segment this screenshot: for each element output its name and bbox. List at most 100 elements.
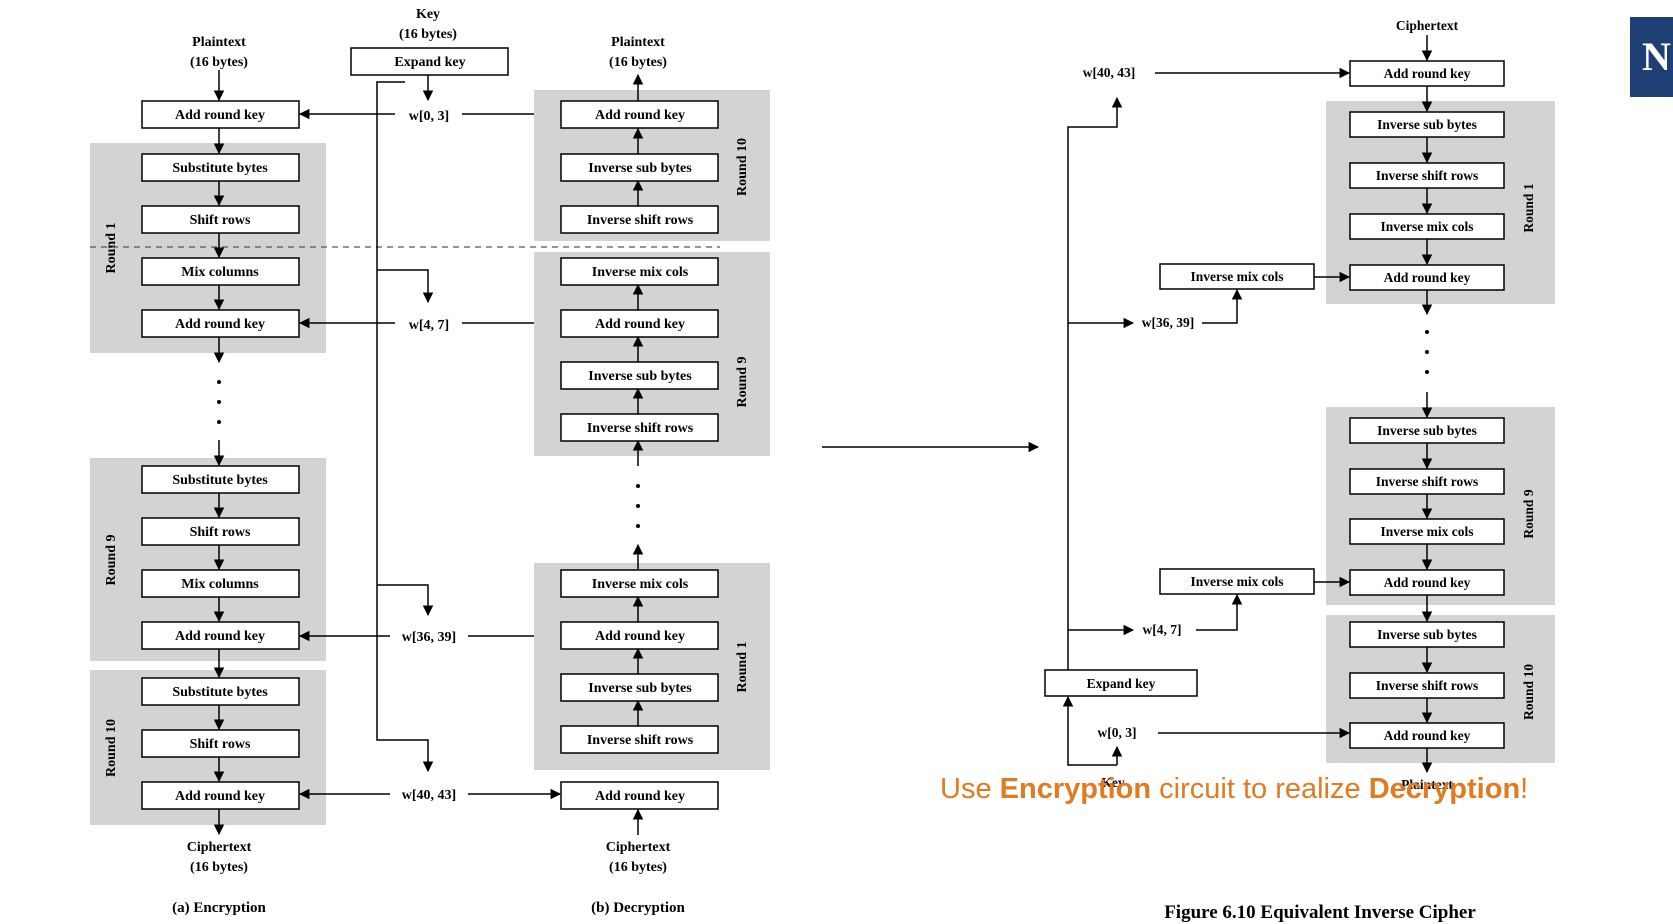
eq-expand-key-box bbox=[1044, 669, 1198, 697]
dec-plaintext-label: Plaintext bbox=[611, 35, 665, 50]
eq-w0-label: w[0, 3] bbox=[1098, 725, 1137, 740]
eq-figure-caption: Figure 6.10 Equivalent Inverse Cipher bbox=[1164, 902, 1476, 923]
encryption-diagram: Plaintext (16 bytes) Add round key Subst… bbox=[90, 35, 326, 916]
enc-shift-rows-r9 bbox=[141, 517, 300, 546]
eq-inv-shift-rows-r10-label: Inverse shift rows bbox=[1376, 678, 1479, 693]
enc-mix-columns-r1 bbox=[141, 257, 300, 286]
eq-inv-sub-bytes-r10-label: Inverse sub bytes bbox=[1377, 627, 1477, 642]
key-w1-label: w[4, 7] bbox=[409, 318, 449, 333]
enc-substitute-bytes-r10-label: Substitute bytes bbox=[172, 685, 268, 700]
dec-add-round-key-r9 bbox=[560, 309, 719, 338]
dec-add-round-key-r10-label: Add round key bbox=[595, 108, 685, 123]
enc-ellipsis-dot bbox=[217, 400, 221, 404]
decryption-diagram: Plaintext (16 bytes) Add round key Inver… bbox=[534, 35, 770, 916]
enc-plaintext-size: (16 bytes) bbox=[190, 55, 248, 70]
enc-add-round-key-0 bbox=[141, 100, 300, 129]
eq-side-inv-mix-cols-bottom-label: Inverse mix cols bbox=[1191, 574, 1284, 589]
eq-key-label: Key bbox=[1101, 775, 1124, 790]
eq-inv-mix-cols-r9-label: Inverse mix cols bbox=[1381, 524, 1474, 539]
dec-caption: (b) Decryption bbox=[591, 900, 685, 916]
enc-ciphertext-size: (16 bytes) bbox=[190, 860, 248, 875]
eq-inv-shift-rows-r10 bbox=[1349, 672, 1505, 699]
dec-inv-shift-rows-r1-label: Inverse shift rows bbox=[587, 733, 694, 748]
eq-add-round-key-r1 bbox=[1349, 264, 1505, 291]
dec-inv-sub-bytes-r9 bbox=[560, 361, 719, 390]
enc-add-round-key-r9 bbox=[141, 621, 300, 650]
eq-side-inv-mix-cols-top-label: Inverse mix cols bbox=[1191, 269, 1284, 284]
key-w0-label: w[0, 3] bbox=[409, 109, 449, 124]
enc-substitute-bytes-r10 bbox=[141, 677, 300, 706]
enc-shift-rows-r1 bbox=[141, 205, 300, 234]
eq-inv-shift-rows-r1 bbox=[1349, 162, 1505, 189]
banner-text-2: circuit to realize bbox=[1151, 773, 1369, 805]
eq-inv-mix-cols-r1 bbox=[1349, 213, 1505, 240]
eq-side-inv-mix-cols-top bbox=[1159, 263, 1315, 290]
eq-round9-label: Round 9 bbox=[1521, 489, 1536, 538]
enc-ellipsis-dot bbox=[217, 420, 221, 424]
expand-key-label: Expand key bbox=[394, 55, 465, 70]
enc-ciphertext-label: Ciphertext bbox=[187, 840, 252, 855]
eq-inv-sub-bytes-r10 bbox=[1349, 621, 1505, 648]
dec-inv-shift-rows-r10-label: Inverse shift rows bbox=[587, 213, 694, 228]
enc-shift-rows-r10-label: Shift rows bbox=[190, 737, 251, 752]
university-logo: N bbox=[1630, 17, 1673, 97]
dec-inv-mix-cols-r9-label: Inverse mix cols bbox=[592, 265, 689, 280]
dec-inv-sub-bytes-r10 bbox=[560, 153, 719, 182]
dec-inv-mix-cols-r1 bbox=[560, 569, 719, 598]
enc-substitute-bytes-r9-label: Substitute bytes bbox=[172, 473, 268, 488]
dec-ellipsis-dot bbox=[636, 504, 640, 508]
eq-inv-shift-rows-r1-label: Inverse shift rows bbox=[1376, 168, 1479, 183]
dec-inv-sub-bytes-r10-label: Inverse sub bytes bbox=[588, 161, 692, 176]
enc-add-round-key-r10-label: Add round key bbox=[175, 789, 265, 804]
dec-ellipsis-dot bbox=[636, 484, 640, 488]
banner-emphasis-encryption: Encryption bbox=[999, 773, 1152, 805]
eq-inv-shift-rows-r9-label: Inverse shift rows bbox=[1376, 474, 1479, 489]
banner-emphasis-decryption: Decryption bbox=[1368, 773, 1521, 805]
enc-substitute-bytes-r1-label: Substitute bytes bbox=[172, 161, 268, 176]
dec-round10-label: Round 10 bbox=[735, 138, 750, 196]
dec-add-round-key-0 bbox=[560, 781, 719, 810]
logo-letter: N bbox=[1642, 34, 1671, 79]
enc-substitute-bytes-r9 bbox=[141, 465, 300, 494]
banner-text-1: Use bbox=[940, 773, 1000, 805]
key-schedule: Key (16 bytes) Expand key w[0, 3] w[4, 7… bbox=[298, 7, 562, 803]
dec-inv-shift-rows-r10 bbox=[560, 205, 719, 234]
enc-add-round-key-0-label: Add round key bbox=[175, 108, 265, 123]
eq-inv-mix-cols-r1-label: Inverse mix cols bbox=[1381, 219, 1474, 234]
dec-inv-sub-bytes-r9-label: Inverse sub bytes bbox=[588, 369, 692, 384]
eq-inv-sub-bytes-r9-label: Inverse sub bytes bbox=[1377, 423, 1477, 438]
enc-shift-rows-r9-label: Shift rows bbox=[190, 525, 251, 540]
dec-round9-label: Round 9 bbox=[735, 357, 750, 408]
enc-mix-columns-r9 bbox=[141, 569, 300, 598]
dec-plaintext-size: (16 bytes) bbox=[609, 55, 667, 70]
enc-add-round-key-r1-label: Add round key bbox=[175, 317, 265, 332]
expand-key-box bbox=[350, 47, 509, 76]
eq-round1-label: Round 1 bbox=[1521, 183, 1536, 232]
eq-inv-mix-cols-r9 bbox=[1349, 518, 1505, 545]
dec-ciphertext-label: Ciphertext bbox=[606, 840, 671, 855]
enc-substitute-bytes-r1 bbox=[141, 153, 300, 182]
eq-inv-sub-bytes-r1-label: Inverse sub bytes bbox=[1377, 117, 1477, 132]
enc-shift-rows-r1-label: Shift rows bbox=[190, 213, 251, 228]
key-w9-label: w[36, 39] bbox=[402, 630, 456, 645]
eq-ellipsis-dot bbox=[1425, 350, 1429, 354]
enc-round10-label: Round 10 bbox=[104, 719, 119, 777]
eq-ciphertext-label: Ciphertext bbox=[1396, 18, 1459, 33]
conclusion-banner: Use Encryption circuit to realize Decryp… bbox=[940, 773, 1528, 806]
key-label: Key bbox=[416, 7, 440, 22]
dec-ciphertext-size: (16 bytes) bbox=[609, 860, 667, 875]
key-size-label: (16 bytes) bbox=[399, 27, 457, 42]
dec-inv-mix-cols-r9 bbox=[560, 257, 719, 286]
dec-inv-shift-rows-r1 bbox=[560, 725, 719, 754]
eq-add-round-key-r9-label: Add round key bbox=[1384, 575, 1471, 590]
dec-add-round-key-r10 bbox=[560, 100, 719, 129]
eq-add-round-key-top-label: Add round key bbox=[1384, 66, 1471, 81]
eq-w1-label: w[4, 7] bbox=[1143, 622, 1182, 637]
banner-text-3: ! bbox=[1520, 773, 1529, 805]
dec-add-round-key-0-label: Add round key bbox=[595, 789, 685, 804]
dec-round1-label: Round 1 bbox=[735, 642, 750, 693]
eq-w10-label: w[40, 43] bbox=[1083, 65, 1136, 80]
dec-inv-shift-rows-r9 bbox=[560, 413, 719, 442]
dec-inv-sub-bytes-r1-label: Inverse sub bytes bbox=[588, 681, 692, 696]
